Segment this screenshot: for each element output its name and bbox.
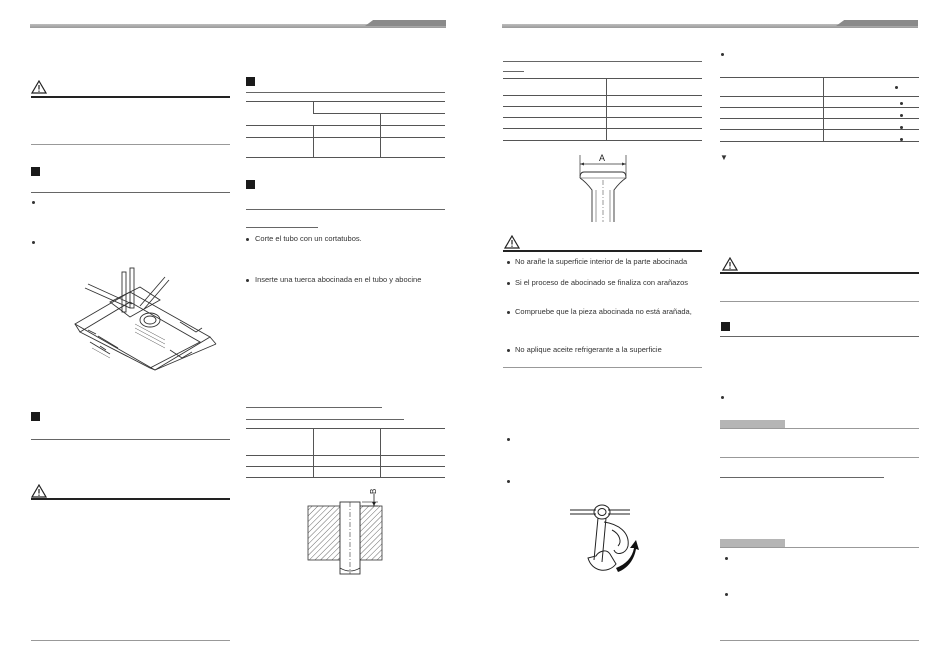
warning-rule	[31, 498, 230, 500]
divider	[503, 367, 702, 368]
warning-text: Si el proceso de abocinado se finaliza c…	[515, 278, 689, 287]
label-a: A	[599, 153, 605, 163]
bullet	[32, 241, 35, 244]
subheading-underline	[720, 477, 884, 478]
bullet	[507, 349, 510, 352]
indoor-unit-illustration	[74, 267, 217, 371]
divider	[720, 301, 919, 302]
bullet	[725, 557, 728, 560]
flare-tool-figure: B	[307, 489, 383, 575]
section-rule	[720, 336, 919, 337]
warning-text: Compruebe que la pieza abocinada no está…	[515, 307, 692, 316]
section-rule	[246, 209, 445, 210]
subheading-underline	[246, 227, 318, 228]
bullet	[507, 282, 510, 285]
section-marker	[246, 180, 255, 189]
divider	[31, 144, 230, 145]
bullet	[507, 261, 510, 264]
table-dot	[895, 86, 898, 89]
flare-pipe-figure: A	[579, 153, 627, 222]
warning-rule	[31, 96, 230, 98]
bullet	[246, 279, 249, 282]
bullet	[32, 201, 35, 204]
section-rule	[31, 192, 230, 193]
bullet	[507, 438, 510, 441]
divider	[720, 547, 919, 548]
bullet	[246, 238, 249, 241]
header-bar-right	[502, 24, 918, 28]
warning-text: No arañe la superficie interior de la pa…	[515, 257, 688, 266]
gray-heading-band	[720, 420, 785, 428]
bullet	[725, 593, 728, 596]
label-b: B	[369, 489, 378, 494]
warning-triangle-icon	[31, 80, 47, 94]
warning-rule	[503, 250, 702, 252]
section-marker	[246, 77, 255, 86]
bullet	[721, 396, 724, 399]
footer-rule-left	[31, 640, 230, 641]
footer-rule-right	[720, 640, 919, 641]
instruction-text: Corte el tubo con un cortatubos.	[255, 234, 362, 243]
subheading-underline	[246, 419, 404, 420]
bullet	[507, 480, 510, 483]
torque-table	[720, 77, 919, 142]
table-dot	[900, 102, 903, 105]
section-rule	[31, 439, 230, 440]
table-dot	[900, 126, 903, 129]
gray-heading-band	[720, 539, 785, 547]
warning-triangle-icon	[504, 235, 520, 249]
table-dot	[900, 138, 903, 141]
flare-dimension-table	[503, 78, 702, 141]
section-marker	[31, 412, 40, 421]
pipe-table-1	[246, 101, 445, 158]
bullet	[721, 53, 724, 56]
divider	[720, 428, 919, 429]
warning-text: No aplique aceite refrigerante a la supe…	[515, 345, 662, 354]
flare-wrench-illustration	[570, 504, 639, 572]
note-marker: ▼	[720, 153, 728, 162]
bullet	[507, 311, 510, 314]
section-rule	[503, 61, 702, 62]
pipe-table-2	[246, 428, 445, 478]
header-tab-left	[365, 20, 446, 26]
header-tab-right	[836, 20, 918, 26]
section-marker	[721, 322, 730, 331]
divider	[720, 457, 919, 458]
warning-triangle-icon	[722, 257, 738, 271]
warning-rule	[720, 272, 919, 274]
instruction-text: Inserte una tuerca abocinada en el tubo …	[255, 275, 422, 284]
table-dot	[900, 114, 903, 117]
section-marker	[31, 167, 40, 176]
header-bar-left	[30, 24, 446, 28]
subheading-underline	[246, 407, 382, 408]
section-rule	[246, 92, 445, 93]
subheading-underline	[503, 71, 524, 72]
warning-triangle-icon	[31, 484, 47, 498]
